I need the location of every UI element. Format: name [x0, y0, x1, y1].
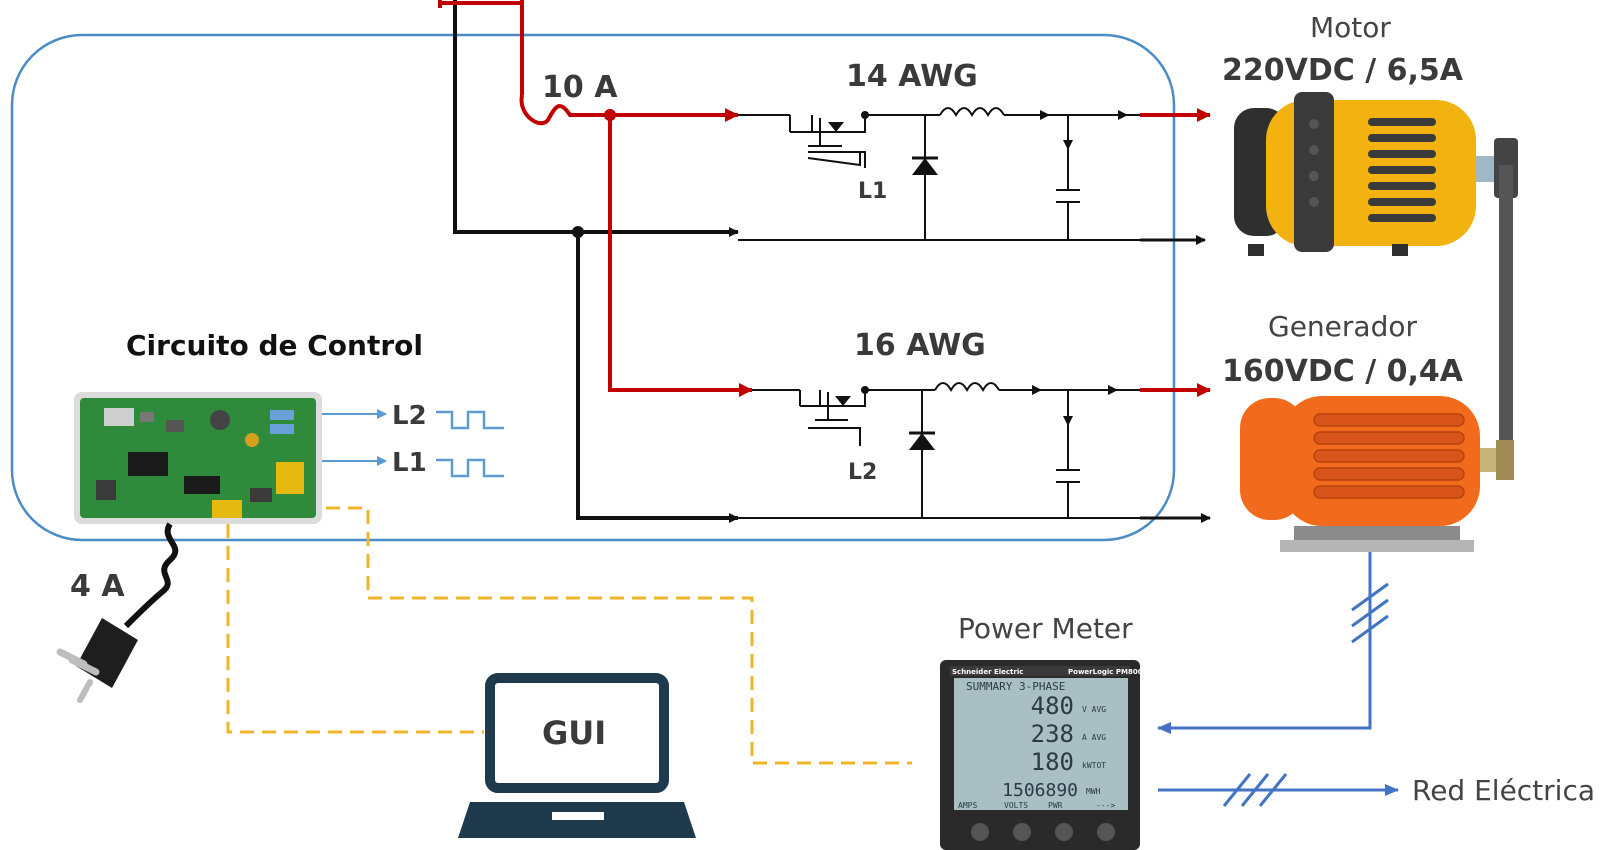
motor-icon [1234, 92, 1518, 256]
meter-model: PowerLogic PM800 [1068, 668, 1143, 676]
bottom-switch-label: L2 [848, 460, 877, 485]
laptop-gui-label: GUI [542, 714, 606, 752]
meter-lcd-header: SUMMARY 3-PHASE [966, 680, 1065, 693]
meter-reading-value: 180 [1031, 748, 1074, 776]
three-phase-mark-upper-icon [1351, 582, 1389, 644]
three-phase-mark-lower-icon [1222, 773, 1288, 807]
meter-reading-value: 238 [1031, 720, 1074, 748]
top-inductor-symbol [939, 107, 1005, 118]
top-converter [738, 107, 1211, 245]
meter-reading-value: 480 [1031, 692, 1074, 720]
bottom-inductor-symbol [934, 382, 1000, 393]
motor-rating: 220VDC / 6,5A [1222, 53, 1464, 88]
meter-reading-unit: MWH [1086, 787, 1101, 796]
generator-title: Generador [1268, 310, 1417, 343]
fuse-symbol [519, 94, 610, 126]
generator-to-meter-link [1157, 552, 1372, 734]
laptop-icon [458, 673, 696, 838]
input-wiring [438, 0, 753, 523]
generator-icon [1240, 396, 1514, 552]
bottom-gauge-label: 16 AWG [854, 328, 986, 363]
bottom-mosfet-symbol [799, 390, 866, 421]
plug-icon [56, 618, 138, 703]
system-boundary [10, 33, 1176, 542]
bottom-converter [738, 382, 1211, 523]
meter-reading-unit: A AVG [1082, 733, 1106, 742]
meter-softkey: VOLTS [1004, 801, 1028, 810]
meter-reading-unit: kWTOT [1082, 761, 1106, 770]
top-gauge-label: 14 AWG [846, 59, 978, 94]
control-board-image [74, 392, 322, 524]
meter-brand: Schneider Electric [952, 668, 1023, 676]
meter-softkey: ---> [1096, 801, 1115, 810]
motor-title: Motor [1310, 11, 1391, 44]
control-title: Circuito de Control [126, 329, 423, 362]
meter-softkey: AMPS [958, 801, 977, 810]
top-switch-label: L1 [858, 179, 887, 204]
data-link-gui [226, 524, 484, 734]
meter-reading-value: 1506890 [1002, 780, 1078, 801]
power-cord [123, 522, 179, 629]
meter-softkey: PWR [1048, 801, 1063, 810]
top-mosfet-symbol [789, 115, 866, 167]
signal-l1-label: L1 [392, 448, 427, 478]
power-meter-device [940, 660, 1140, 850]
generator-rating: 160VDC / 0,4A [1222, 354, 1464, 389]
data-link-meter [326, 506, 912, 765]
meter-softkeys: AMPS VOLTS PWR ---> [958, 801, 1115, 810]
top-diode-symbol [912, 158, 938, 175]
pwm-waveform-l2-icon [436, 410, 504, 430]
input-current-label: 4 A [70, 569, 125, 604]
fuse-current-label: 10 A [542, 70, 618, 105]
pwm-waveform-l1-icon [436, 458, 504, 478]
bottom-diode-symbol [909, 433, 935, 450]
power-meter-title: Power Meter [958, 612, 1133, 645]
meter-reading-unit: V AVG [1082, 705, 1106, 714]
signal-l2-label: L2 [392, 401, 427, 431]
meter-readings: 480 V AVG 238 A AVG 180 kWTOT 1506890 MW… [1002, 692, 1106, 801]
grid-label: Red Eléctrica [1412, 774, 1595, 807]
